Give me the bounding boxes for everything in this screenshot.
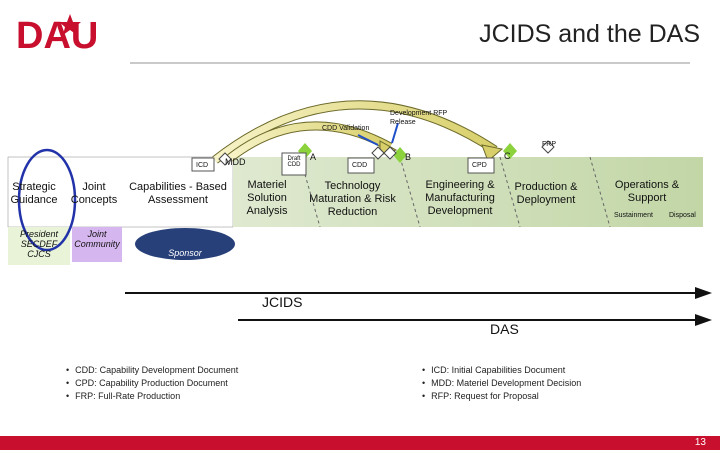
annotation-cdd-validation: CDD Validation (322, 125, 370, 132)
cdd-validation-diamond (371, 146, 385, 160)
timeline-arrows (125, 287, 712, 326)
milestone-b: B (405, 152, 412, 162)
doc-draft-cdd: Draft CDD (287, 156, 301, 168)
glossary-item: RFP: Request for Proposal (422, 390, 581, 403)
das-arrowhead (695, 314, 712, 326)
sponsor-badge (135, 228, 235, 260)
phase-joint-concepts: Joint Concepts (70, 181, 118, 206)
doc-cdd: CDD (352, 162, 368, 169)
phase-os: Operations & Support (614, 179, 680, 204)
doc-cpd: CPD (472, 162, 487, 169)
phase-pd: Production & Deployment (514, 181, 578, 206)
icd-doc (191, 157, 215, 172)
diagram-graphics (7, 100, 703, 265)
arc-arrow-inner-fill (227, 122, 392, 161)
glossary-item: FRP: Full-Rate Production (66, 390, 238, 403)
arc-arrow-outer-fill (212, 101, 497, 163)
doc-mdd: MDD (225, 157, 246, 167)
title-divider (130, 62, 690, 64)
annotation-frp: FRP (542, 141, 556, 148)
cdd-doc (347, 157, 375, 174)
milestone-c-diamond (503, 143, 517, 159)
phase-tmrr: Technology Maturation & Risk Reduction (309, 180, 396, 218)
glossary-left: CDD: Capability Development Document CPD… (66, 364, 238, 403)
glossary-item: CDD: Capability Development Document (66, 364, 238, 377)
mdd-diamond (218, 152, 232, 166)
page-title: JCIDS and the DAS (479, 20, 700, 48)
glossary-item: ICD: Initial Capabilities Document (422, 364, 581, 377)
phase-divider-3 (499, 156, 521, 228)
joint-community-box (72, 227, 122, 262)
jcids-arrowhead (695, 287, 712, 299)
glossary-item: CPD: Capability Production Document (66, 377, 238, 390)
phase-cba: Capabilities - Based Assessment (129, 181, 227, 206)
cpd-doc (467, 157, 495, 174)
phase-sustainment: Sustainment (614, 212, 653, 219)
glossary-item: MDD: Materiel Development Decision (422, 377, 581, 390)
cdd-validation-pointer (357, 134, 379, 146)
milestone-a: A (310, 152, 317, 162)
timeline-jcids: JCIDS (262, 294, 303, 310)
dau-logo: DAU (16, 14, 98, 57)
logo-text: DAU (16, 15, 98, 57)
phase-msa: Materiel Solution Analysis (246, 179, 288, 217)
phase-divider-4 (589, 156, 611, 228)
actor-joint-community: Joint Community (74, 229, 120, 249)
annotation-dev-rfp: Development RFP Release (390, 110, 448, 126)
milestone-c: C (504, 151, 511, 161)
actor-sponsor: Sponsor (168, 248, 202, 258)
phase-divider-2 (399, 156, 421, 228)
arc-arrowhead-outer (481, 144, 504, 162)
rfp-pointer (391, 122, 399, 144)
logo-star-icon (59, 14, 81, 35)
phase-strategic-guidance: Strategic Guidance (10, 181, 58, 206)
timeline-das: DAS (490, 321, 519, 337)
highlight-circle (17, 148, 77, 252)
process-diagram: Strategic Guidance Joint Concepts Capabi… (0, 95, 720, 275)
draft-cdd-doc (281, 152, 307, 176)
phase-disposal: Disposal (669, 212, 696, 219)
footer-bar (0, 436, 720, 450)
actor-president: President SECDEF CJCS (19, 229, 59, 259)
rfp-diamond (383, 146, 397, 160)
frp-diamond (541, 140, 555, 154)
page-number: 13 (694, 437, 706, 448)
doc-icd: ICD (196, 162, 209, 169)
milestone-b-diamond (393, 147, 407, 163)
phase-emd: Engineering & Manufacturing Development (425, 179, 495, 217)
glossary-right: ICD: Initial Capabilities Document MDD: … (422, 364, 581, 403)
